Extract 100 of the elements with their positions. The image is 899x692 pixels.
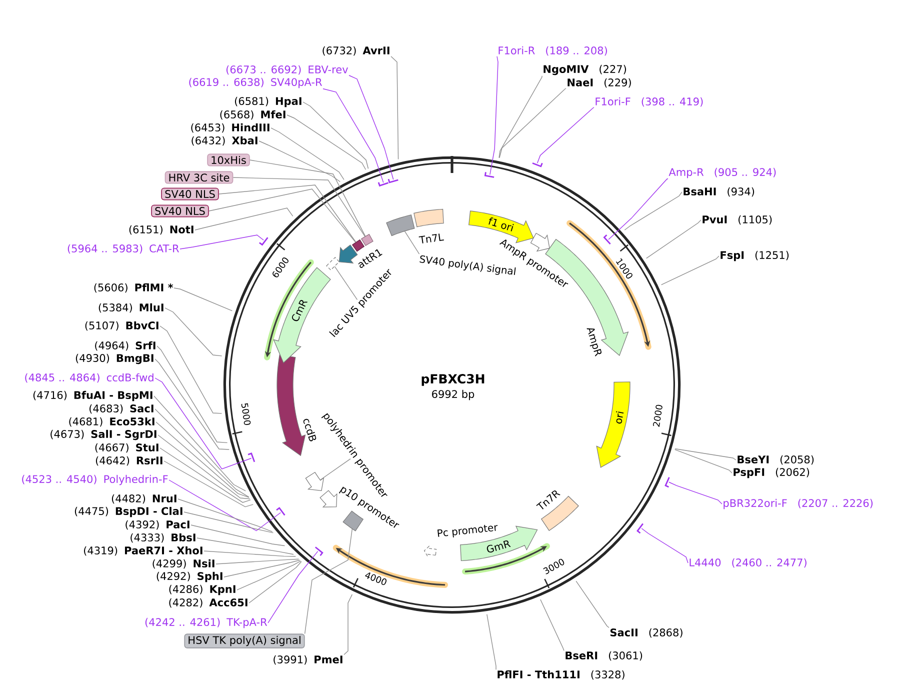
leader-line: [156, 346, 228, 444]
primer-mark: [248, 452, 256, 462]
primer-label: (4523 .. 4540) Polyhedrin-F: [22, 474, 168, 486]
site-label: PspFI (2062): [734, 468, 810, 478]
leader-line: [168, 480, 281, 532]
map-feature: [360, 234, 374, 246]
map-feature: Tn7L: [414, 208, 444, 244]
primer-mark: [532, 162, 543, 168]
leader-line: [194, 208, 294, 230]
leader-line: [270, 128, 344, 180]
leader-line: [154, 358, 230, 450]
site-label: NgoMIV (227): [544, 64, 626, 76]
site-label: FspI (1251): [720, 250, 789, 262]
primer-mark: [636, 523, 644, 534]
leader-line: [499, 88, 566, 158]
size-label: 6992 bp: [432, 390, 474, 400]
leader-line: [668, 482, 722, 504]
leader-line: [490, 56, 498, 176]
leader-line: [178, 498, 273, 532]
leader-line: [248, 561, 302, 604]
primer-mark: [664, 477, 670, 488]
leader-line: [536, 107, 594, 164]
feature-label: SV40 poly(A) signal: [420, 255, 516, 275]
primer-mark: [258, 237, 268, 246]
leader-line: [576, 580, 610, 628]
site-label: (4333) BbsI: [130, 533, 196, 543]
site-label: (6151) NotI: [129, 225, 194, 235]
leader-line: [268, 550, 318, 624]
primer-label: (5964 .. 5983) CAT-R: [68, 244, 179, 254]
leader-line: [154, 378, 252, 470]
primer-mark: [276, 507, 286, 516]
leader-line: [154, 408, 250, 498]
leader-line: [180, 234, 264, 250]
leader-line: [156, 422, 250, 498]
site-label: (4292) SphI: [156, 572, 222, 582]
leader-line: [540, 599, 564, 651]
site-label: SacII (2868): [610, 628, 682, 638]
site-label: (5384) MluI: [98, 303, 164, 313]
leader-line: [158, 434, 250, 500]
leader-line: [224, 560, 300, 578]
primer-label: (6673 .. 6692) EBV-rev: [226, 65, 348, 75]
site-label: (6732) AvrII: [322, 46, 390, 56]
leader-line: [344, 594, 353, 655]
feature-tag: SV40 NLS: [151, 204, 209, 218]
leader-line: [164, 308, 222, 356]
leader-line: [236, 560, 302, 590]
site-label: (4964) SrfI: [95, 341, 156, 351]
leader-line: [334, 266, 358, 300]
site-label: (4642) RsrII: [96, 456, 162, 466]
leader-line: [204, 550, 296, 557]
primer-label: pBR322ori-F (2207 .. 2226): [724, 498, 873, 510]
leader-line: [404, 230, 420, 254]
leader-line: [390, 56, 399, 160]
site-label: (4286) KpnI: [169, 584, 236, 596]
leader-line: [674, 448, 736, 460]
site-label: PflFI - Tth111I (3328): [498, 670, 624, 680]
leader-line: [660, 256, 720, 286]
map-title: pFBXC3H: [422, 374, 484, 386]
site-label: BseRI (3061): [566, 651, 642, 661]
leader-line: [160, 326, 222, 414]
site-label: (6432) XbaI: [192, 136, 258, 146]
leader-line: [232, 177, 366, 237]
site-label: (4482) NruI: [112, 494, 176, 504]
leader-line: [646, 220, 702, 259]
site-label: (6568) MfeI: [220, 110, 286, 120]
site-label: (5606) PflMI *: [94, 283, 174, 293]
tick-label: 4000: [365, 572, 386, 586]
tick-label: 2000: [653, 404, 662, 427]
feature-tag: HSV TK poly(A) signal: [184, 634, 305, 648]
site-label: BseYI (2058): [738, 455, 814, 465]
site-label: (4673) SalI - SgrDI: [50, 430, 156, 440]
leader-line: [216, 558, 300, 564]
map-feature: [326, 257, 340, 270]
leader-line: [190, 524, 286, 546]
leader-line: [320, 458, 351, 480]
tick-label: 5000: [241, 403, 251, 425]
leader-line: [624, 192, 682, 230]
primer-label: (4242 .. 4261) TK-pA-R: [145, 618, 268, 628]
leader-line: [154, 396, 246, 492]
leader-line: [160, 448, 251, 503]
leader-line: [164, 460, 254, 508]
site-label: (6453) HindIII: [191, 123, 270, 133]
map-feature: [386, 214, 415, 236]
site-label: (5107) BbvCI: [85, 321, 158, 331]
site-label: PvuI (1105): [702, 215, 772, 225]
site-label: (3991) PmeI: [274, 655, 342, 665]
primer-label: (4845 .. 4864) ccdB-fwd: [25, 373, 154, 383]
site-label: BsaHI (934): [684, 187, 754, 197]
site-label: (4319) PaeR7I - XhoI: [84, 546, 202, 556]
leader-line: [641, 528, 688, 564]
primer-mark: [603, 234, 611, 244]
site-label: (4683) SacI: [90, 404, 154, 414]
leader-line: [196, 538, 294, 555]
primer-mark: [388, 178, 398, 184]
node-label: ccdB: [303, 418, 316, 442]
leader-line: [304, 528, 353, 634]
feature-tag: SV40 NLS: [161, 188, 219, 200]
site-label: (4299) NsiI: [152, 559, 214, 569]
site-label: (4475) BspDI - ClaI: [74, 506, 182, 518]
primer-label: Amp-R (905 .. 924): [668, 168, 776, 178]
